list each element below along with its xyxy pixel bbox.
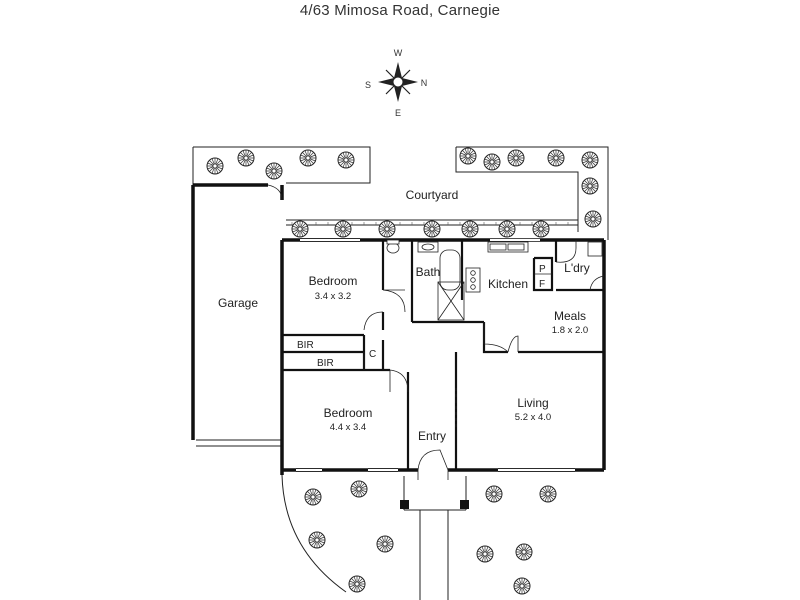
site-boundary [192,146,609,600]
pantry-label: P [539,264,546,275]
porch [400,470,469,509]
garage-label: Garage [218,296,258,310]
tree-icon [483,153,501,171]
tree-icon [308,531,326,549]
tree-icon [581,177,599,195]
tree-icon [461,220,479,238]
tree-icon [476,545,494,563]
cupboard-label: C [369,349,376,360]
tree-icon [584,210,602,228]
living-label: Living [517,396,548,410]
garden-trees [206,147,602,595]
tree-icon [348,575,366,593]
tree-icon [547,149,565,167]
meals-label: Meals [554,309,586,323]
compass-west-label: W [394,48,403,58]
tree-icon [515,543,533,561]
tree-icon [291,220,309,238]
door-swings [363,240,605,471]
tree-icon [237,149,255,167]
bedroom1-dims: 3.4 x 3.2 [315,291,351,302]
tree-icon [378,220,396,238]
tree-icon [507,149,525,167]
courtyard-label: Courtyard [406,188,459,202]
garage-walls [191,183,284,475]
entry-label: Entry [418,429,446,443]
laundry-label: L'dry [564,261,590,275]
tree-icon [581,151,599,169]
tree-icon [304,488,322,506]
bedroom2-dims: 4.4 x 3.4 [330,422,366,433]
tree-icon [498,220,516,238]
bedroom2-label: Bedroom [324,406,373,420]
meals-dims: 1.8 x 2.0 [552,325,588,336]
tree-icon [423,220,441,238]
bath-label: Bath [416,265,441,279]
bir-label-1: BIR [297,340,314,351]
bir-label-2: BIR [317,358,334,369]
windows [296,239,575,471]
compass-east-label: E [395,108,401,118]
living-dims: 5.2 x 4.0 [515,412,551,423]
compass-rose: W N E S [365,48,427,118]
tree-icon [350,480,368,498]
kitchen-fixtures [465,241,603,293]
tree-icon [337,151,355,169]
tree-icon [206,157,224,175]
tree-icon [539,485,557,503]
tree-icon [485,485,503,503]
tree-icon [376,535,394,553]
tree-icon [334,220,352,238]
kitchen-label: Kitchen [488,277,528,291]
tree-icon [513,577,531,595]
tree-icon [265,162,283,180]
tree-icon [532,220,550,238]
bath-fixtures [386,239,465,321]
tree-icon [299,149,317,167]
compass-north-label: N [421,78,428,88]
tree-icon [459,147,477,165]
bedroom1-label: Bedroom [309,274,358,288]
plan-title: 4/63 Mimosa Road, Carnegie [299,2,501,19]
fridge-label: F [539,279,545,290]
compass-south-label: S [365,80,371,90]
